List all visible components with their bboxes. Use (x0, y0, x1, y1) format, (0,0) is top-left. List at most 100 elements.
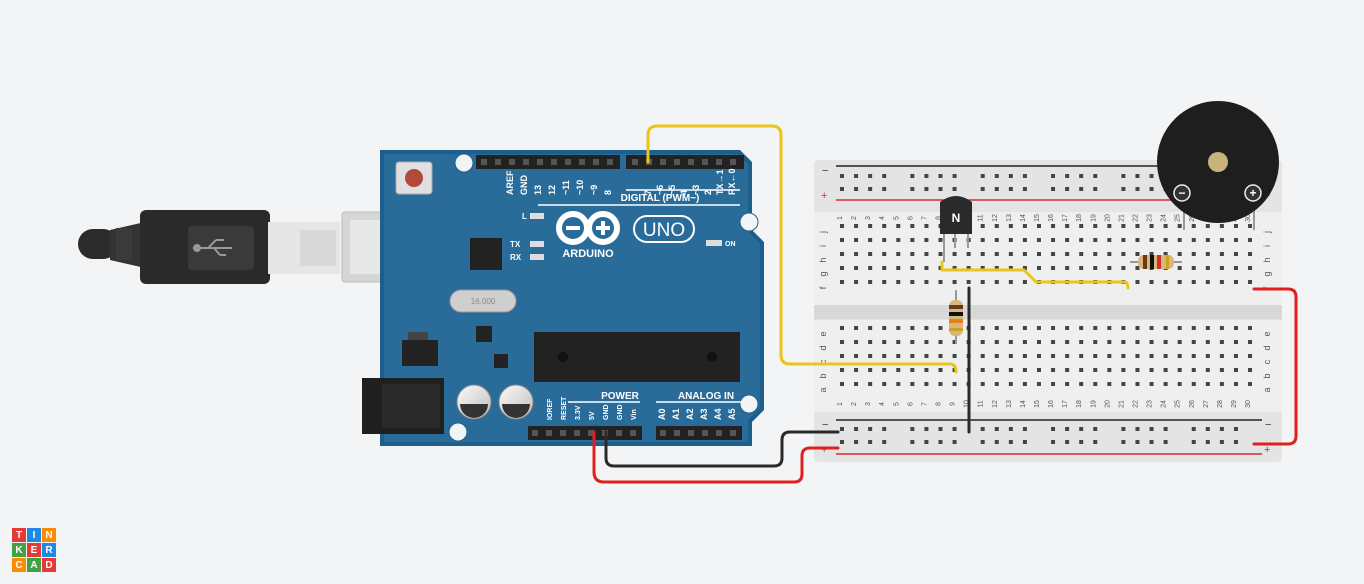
breadboard-hole[interactable] (1022, 252, 1027, 256)
breadboard-hole[interactable] (952, 340, 957, 344)
breadboard-hole[interactable] (896, 280, 901, 284)
breadboard-hole[interactable] (1036, 326, 1041, 330)
breadboard-hole[interactable] (1107, 340, 1112, 344)
breadboard-hole[interactable] (854, 187, 859, 191)
breadboard-hole[interactable] (1177, 224, 1182, 228)
breadboard-hole[interactable] (910, 354, 915, 358)
breadboard-hole[interactable] (1022, 326, 1027, 330)
breadboard-hole[interactable] (854, 326, 859, 330)
breadboard-hole[interactable] (924, 368, 929, 372)
breadboard-hole[interactable] (1163, 224, 1168, 228)
header-pin[interactable] (660, 430, 666, 436)
breadboard-hole[interactable] (1121, 252, 1126, 256)
breadboard-hole[interactable] (854, 224, 859, 228)
breadboard-hole[interactable] (1248, 238, 1253, 242)
breadboard-hole[interactable] (924, 266, 929, 270)
breadboard-hole[interactable] (910, 280, 915, 284)
breadboard-hole[interactable] (1093, 252, 1098, 256)
breadboard-hole[interactable] (994, 252, 999, 256)
breadboard-hole[interactable] (1065, 427, 1070, 431)
breadboard-hole[interactable] (1149, 224, 1154, 228)
breadboard-hole[interactable] (938, 427, 943, 431)
breadboard-hole[interactable] (938, 326, 943, 330)
breadboard-hole[interactable] (938, 340, 943, 344)
breadboard-hole[interactable] (1051, 238, 1056, 242)
breadboard-hole[interactable] (1248, 382, 1253, 386)
breadboard-hole[interactable] (1135, 252, 1140, 256)
breadboard-hole[interactable] (1079, 187, 1084, 191)
breadboard-hole[interactable] (1121, 340, 1126, 344)
breadboard-hole[interactable] (1135, 440, 1140, 444)
breadboard-hole[interactable] (1135, 238, 1140, 242)
breadboard-hole[interactable] (1093, 368, 1098, 372)
breadboard-hole[interactable] (1205, 340, 1210, 344)
breadboard-hole[interactable] (882, 187, 887, 191)
header-pin[interactable] (523, 159, 529, 165)
breadboard-hole[interactable] (938, 368, 943, 372)
header-pin[interactable] (688, 159, 694, 165)
breadboard-hole[interactable] (1135, 368, 1140, 372)
breadboard-hole[interactable] (896, 382, 901, 386)
breadboard-hole[interactable] (952, 174, 957, 178)
breadboard-hole[interactable] (1248, 224, 1253, 228)
breadboard-hole[interactable] (980, 440, 985, 444)
breadboard-hole[interactable] (1205, 354, 1210, 358)
breadboard-hole[interactable] (1093, 340, 1098, 344)
breadboard-hole[interactable] (1191, 427, 1196, 431)
breadboard-hole[interactable] (1233, 280, 1238, 284)
breadboard-hole[interactable] (1022, 187, 1027, 191)
breadboard-hole[interactable] (1107, 354, 1112, 358)
breadboard-hole[interactable] (1065, 368, 1070, 372)
breadboard-hole[interactable] (1107, 266, 1112, 270)
breadboard-hole[interactable] (1177, 238, 1182, 242)
breadboard-hole[interactable] (1233, 440, 1238, 444)
breadboard-hole[interactable] (1065, 238, 1070, 242)
breadboard-hole[interactable] (952, 382, 957, 386)
breadboard-hole[interactable] (1205, 238, 1210, 242)
breadboard-hole[interactable] (1163, 382, 1168, 386)
breadboard-hole[interactable] (1191, 326, 1196, 330)
breadboard-hole[interactable] (994, 266, 999, 270)
breadboard-hole[interactable] (1051, 340, 1056, 344)
breadboard-hole[interactable] (1008, 224, 1013, 228)
breadboard-hole[interactable] (1135, 326, 1140, 330)
breadboard-hole[interactable] (1065, 187, 1070, 191)
breadboard-hole[interactable] (1149, 440, 1154, 444)
breadboard-hole[interactable] (966, 280, 971, 284)
breadboard-hole[interactable] (1149, 238, 1154, 242)
breadboard-hole[interactable] (1093, 187, 1098, 191)
breadboard-hole[interactable] (1177, 354, 1182, 358)
breadboard-hole[interactable] (1205, 326, 1210, 330)
breadboard-hole[interactable] (1051, 368, 1056, 372)
breadboard-hole[interactable] (1051, 354, 1056, 358)
breadboard-hole[interactable] (840, 340, 844, 344)
breadboard-hole[interactable] (896, 368, 901, 372)
header-pin[interactable] (688, 430, 694, 436)
breadboard-hole[interactable] (980, 368, 985, 372)
header-pin[interactable] (509, 159, 515, 165)
breadboard-hole[interactable] (1093, 440, 1098, 444)
breadboard-hole[interactable] (1248, 280, 1253, 284)
header-pin[interactable] (537, 159, 543, 165)
header-pin[interactable] (579, 159, 585, 165)
breadboard-hole[interactable] (952, 354, 957, 358)
breadboard-hole[interactable] (980, 382, 985, 386)
breadboard-hole[interactable] (1093, 326, 1098, 330)
breadboard-hole[interactable] (952, 440, 957, 444)
breadboard-hole[interactable] (882, 326, 887, 330)
breadboard-hole[interactable] (1093, 224, 1098, 228)
breadboard-hole[interactable] (1149, 340, 1154, 344)
breadboard-hole[interactable] (1248, 326, 1253, 330)
breadboard-hole[interactable] (896, 252, 901, 256)
breadboard-hole[interactable] (1163, 354, 1168, 358)
breadboard-hole[interactable] (1191, 224, 1196, 228)
breadboard-hole[interactable] (924, 340, 929, 344)
breadboard-hole[interactable] (1065, 252, 1070, 256)
breadboard-hole[interactable] (924, 354, 929, 358)
breadboard-hole[interactable] (938, 238, 943, 242)
breadboard-hole[interactable] (1135, 187, 1140, 191)
header-pin[interactable] (702, 159, 708, 165)
breadboard-hole[interactable] (1051, 252, 1056, 256)
breadboard-hole[interactable] (854, 440, 859, 444)
breadboard-hole[interactable] (1135, 174, 1140, 178)
